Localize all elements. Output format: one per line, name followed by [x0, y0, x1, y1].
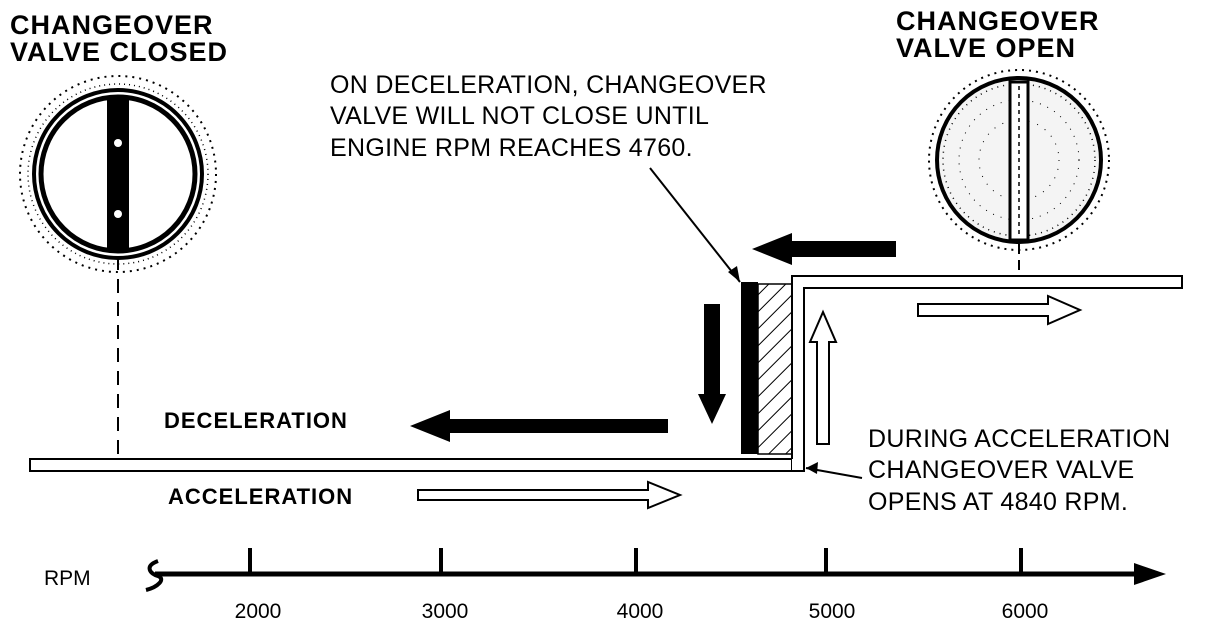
closed-valve-title: CHANGEOVER VALVE CLOSED [10, 10, 229, 67]
rpm-axis [145, 548, 1166, 592]
acceleration-right-arrow [417, 480, 683, 510]
deceleration-threshold-bar [741, 282, 758, 454]
rpm-axis-label: RPM [44, 567, 91, 590]
open-valve-icon [928, 69, 1110, 251]
acceleration-note: DURING ACCELERATION CHANGEOVER VALVE OPE… [868, 425, 1171, 516]
deceleration-note: ON DECELERATION, CHANGEOVER VALVE WILL N… [330, 71, 767, 162]
tick-label-6000: 6000 [1001, 600, 1049, 623]
deceleration-note-leader [649, 167, 741, 283]
deceleration-left-arrow [410, 410, 668, 442]
hysteresis-band [757, 283, 793, 455]
open-right-arrow [917, 294, 1083, 326]
deceleration-label: DECELERATION [164, 408, 348, 433]
deceleration-left-arrow-upper [752, 233, 896, 265]
open-level-bar [791, 275, 1183, 472]
open-valve-title: CHANGEOVER VALVE OPEN [896, 6, 1100, 63]
tick-label-2000: 2000 [234, 600, 282, 623]
acceleration-label: ACCELERATION [168, 484, 354, 509]
closed-valve-icon [19, 75, 217, 273]
tick-label-3000: 3000 [421, 600, 469, 623]
closed-level-bar [29, 458, 793, 472]
acceleration-up-arrow [808, 309, 838, 445]
tick-label-4000: 4000 [616, 600, 664, 623]
tick-label-5000: 5000 [808, 600, 856, 623]
deceleration-down-arrow [698, 304, 726, 424]
